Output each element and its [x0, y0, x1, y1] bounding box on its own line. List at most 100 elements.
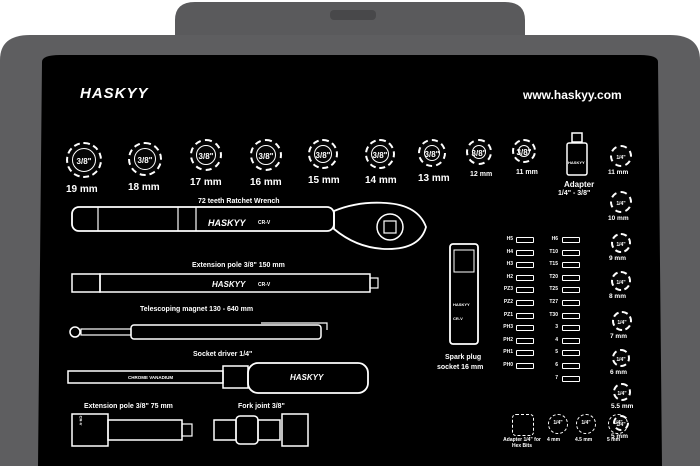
bit-slot — [516, 274, 534, 281]
socket-drive-label: 3/8" — [258, 152, 274, 161]
socket-inner-ring — [256, 145, 276, 165]
driver-brand: HASKYY — [290, 373, 324, 382]
socket-7: 3/8" — [466, 139, 492, 165]
bit-label: 6 — [555, 362, 558, 368]
adapter-title: Adapter — [564, 180, 595, 189]
right-socket-6: 1/4" — [613, 383, 631, 401]
bottom-socket-inner: 1/4" — [613, 420, 623, 426]
socket-0: 3/8" — [66, 142, 102, 178]
right-socket-2: 1/4" — [611, 233, 631, 253]
socket-drive-label: 1/4" — [616, 201, 626, 207]
spark-title: Spark plug — [445, 354, 482, 361]
adapter-brand: HASKYY — [568, 160, 585, 165]
bit-slot — [562, 312, 580, 319]
right-socket-size: 5.5 mm — [611, 403, 634, 410]
bit-label: T20 — [549, 273, 558, 280]
right-socket-size: 7 mm — [610, 333, 627, 340]
socket-inner-ring — [371, 145, 389, 163]
socket-drive-label: 1/4" — [616, 280, 626, 286]
right-socket-5: 1/4" — [612, 349, 630, 367]
bit-label: 4 — [555, 336, 558, 343]
bit-slot — [562, 262, 580, 269]
bottom-socket-2: 1/4" — [576, 414, 596, 434]
bit-label: T10 — [549, 248, 558, 255]
spark-subtitle: socket 16 mm — [437, 364, 484, 371]
socket-driver — [67, 362, 369, 394]
bit-label: 3 — [555, 324, 558, 331]
bit-slot — [562, 337, 580, 344]
socket-3: 3/8" — [250, 139, 282, 171]
spark-crv: CR-V — [453, 316, 463, 321]
bottom-socket-1: 1/4" — [548, 414, 568, 434]
bit-label: PZ2 — [503, 299, 513, 305]
socket-inner-ring — [72, 148, 96, 172]
bit-label: 5 — [555, 349, 558, 356]
ratchet-crv: CR-V — [258, 220, 271, 226]
bit-label: PZ3 — [503, 286, 513, 293]
bit-label: H5 — [506, 236, 513, 242]
bit-slot — [516, 337, 534, 344]
socket-size-label: 12 mm — [470, 171, 493, 178]
bit-label: T25 — [549, 286, 558, 293]
bit-slot — [516, 363, 534, 369]
socket-4: 3/8" — [308, 139, 338, 169]
right-socket-size: 11 mm — [608, 169, 629, 176]
bit-label: T30 — [549, 311, 558, 318]
extension150-label: Extension pole 3/8" 150 mm — [192, 262, 285, 269]
ratchet-wrench — [71, 201, 427, 250]
socket-size-label: 19 mm — [66, 184, 98, 195]
socket-inner-ring — [518, 145, 530, 157]
socket-inner-ring — [472, 145, 486, 159]
right-socket-size: 5 mm — [611, 433, 628, 440]
socket-size-label: 16 mm — [250, 177, 282, 188]
socket-drive-label: 1/4" — [616, 242, 626, 248]
telescoping-magnet — [69, 322, 328, 340]
ratchet-brand: HASKYY — [208, 218, 246, 228]
bit-slot — [516, 300, 534, 306]
extension150-bar — [71, 273, 379, 293]
socket-size-label: 13 mm — [418, 173, 450, 184]
bottom-socket-label: Adapter 1/4" for Hex Bits — [503, 437, 541, 449]
bit-label: H3 — [506, 261, 513, 268]
bottom-socket-inner: 1/4" — [581, 420, 591, 426]
extension75-crv: CR-V — [78, 415, 84, 426]
bottom-socket-0 — [512, 414, 534, 436]
bit-slot — [516, 350, 534, 357]
bit-slot — [562, 300, 580, 306]
spark-brand: HASKYY — [453, 302, 470, 307]
fork-joint — [213, 413, 309, 447]
extension75-bar — [71, 413, 193, 447]
right-socket-1: 1/4" — [610, 191, 632, 213]
bit-label: PH2 — [503, 336, 513, 343]
socket-drive-label: 3/8" — [471, 149, 487, 158]
socket-drive-label: 3/8" — [198, 152, 214, 161]
bit-label: PH3 — [503, 324, 513, 331]
socket-6: 3/8" — [418, 139, 446, 167]
bit-slot — [562, 325, 580, 332]
socket-2: 3/8" — [190, 139, 222, 171]
extension150-brand: HASKYY — [212, 280, 246, 289]
fork-joint-label: Fork joint 3/8" — [238, 403, 285, 410]
ratchet-label: 72 teeth Ratchet Wrench — [198, 198, 280, 205]
bottom-socket-label: 4 mm — [547, 437, 561, 443]
right-socket-4: 1/4" — [612, 311, 632, 331]
bit-label: H4 — [506, 248, 513, 255]
bit-label: H6 — [551, 236, 558, 242]
bottom-socket-3: 1/4" — [608, 414, 628, 434]
bottom-socket-inner: 1/4" — [553, 420, 563, 426]
socket-inner-ring — [196, 145, 216, 165]
magnet-label: Telescoping magnet 130 - 640 mm — [140, 306, 254, 313]
socket-drive-label: 3/8" — [372, 151, 388, 160]
bit-label: PH0 — [503, 362, 513, 368]
bit-slot — [516, 312, 534, 319]
bottom-socket-label: 5 mm — [607, 437, 621, 443]
right-socket-size: 9 mm — [609, 255, 626, 262]
socket-inner-ring — [134, 148, 156, 170]
bit-label: PZ1 — [503, 311, 513, 318]
right-socket-size: 6 mm — [610, 369, 627, 376]
right-socket-0: 1/4" — [610, 145, 632, 167]
bit-slot — [562, 350, 580, 357]
spark-plug-socket — [449, 243, 479, 345]
bit-slot — [516, 287, 534, 294]
